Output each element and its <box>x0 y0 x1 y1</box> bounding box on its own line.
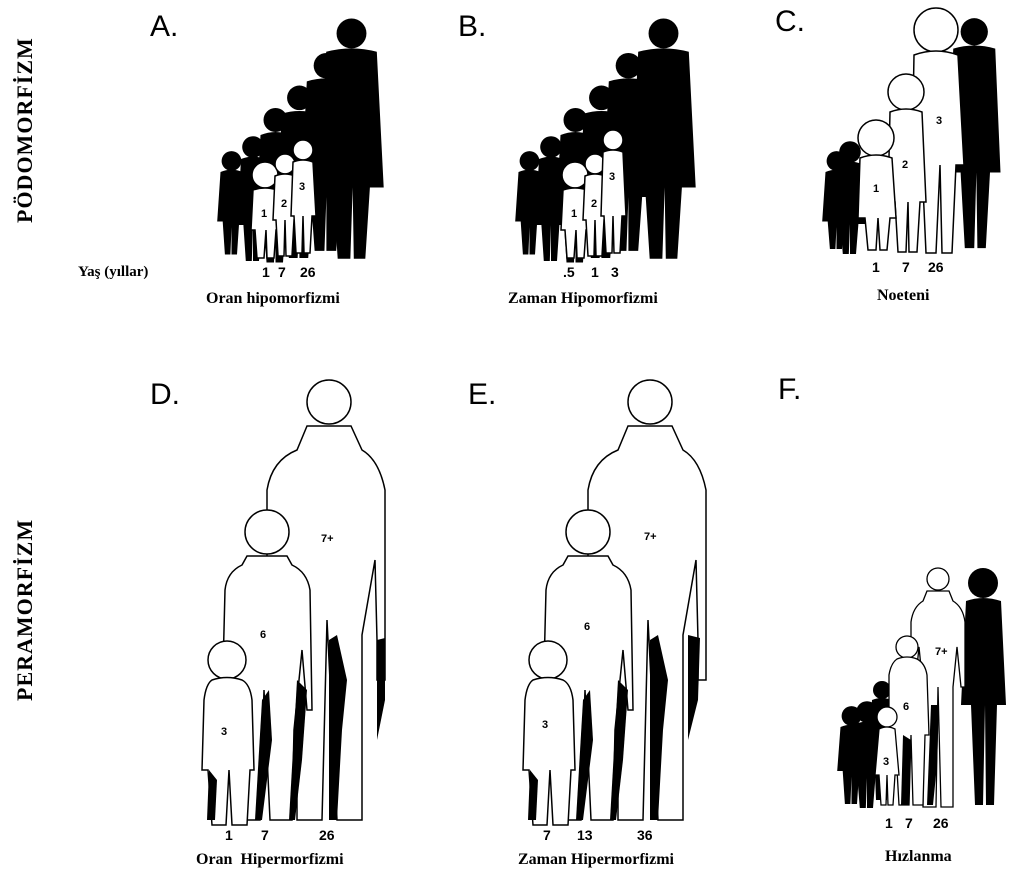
panel-b-figure-number-3: 3 <box>609 171 615 183</box>
panel-e-age-2: 13 <box>577 827 593 843</box>
panel-f-figure-number-7plus: 7+ <box>935 646 948 658</box>
panel-e-caption: Zaman Hipermorfizmi <box>518 851 674 869</box>
panel-e-figure-number-3: 3 <box>542 719 548 731</box>
panel-c-figure-number-1: 1 <box>873 183 879 195</box>
panel-b-figures: 1 2 3 <box>505 10 705 260</box>
panel-f-figures: 3 6 7+ <box>833 565 1013 810</box>
panel-letter-a: A. <box>150 10 178 44</box>
panel-c-figure-number-2: 2 <box>902 159 908 171</box>
panel-d-ages: 1 7 26 <box>225 827 385 847</box>
panel-f-age-3: 26 <box>933 815 949 831</box>
panel-d-figures: 3 6 7+ <box>197 380 397 825</box>
panel-a-age-2: 7 <box>278 264 286 280</box>
panel-c-age-3: 26 <box>928 259 944 275</box>
panel-e-age-3: 36 <box>637 827 653 843</box>
panel-b-figure-number-1: 1 <box>571 208 577 220</box>
panel-f-figure-number-6: 6 <box>903 701 909 713</box>
panel-c-caption: Noeteni <box>877 287 929 305</box>
panel-c-age-1: 1 <box>872 259 880 275</box>
panel-letter-e: E. <box>468 378 496 412</box>
panel-a-figure-number-3: 3 <box>299 181 305 193</box>
panel-letter-c: C. <box>775 5 805 39</box>
group-label-peramorfizm: PERAMORFİZM <box>12 561 38 701</box>
group-label-podomorfizm: PÖDOMORFİZM <box>12 83 38 223</box>
panel-b-age-3: 3 <box>611 264 619 280</box>
panel-b-ages: .5 1 3 <box>563 264 663 284</box>
panel-d-caption: Oran Hipermorfizmi <box>196 851 344 869</box>
panel-a-figure-number-2: 2 <box>281 198 287 210</box>
panel-b-age-1: .5 <box>563 264 575 280</box>
panel-a-ages: 1 7 26 <box>258 264 358 284</box>
panel-c-age-2: 7 <box>902 259 910 275</box>
panel-b-caption: Zaman Hipomorfizmi <box>508 290 658 308</box>
panel-c-figure-number-3: 3 <box>936 115 942 127</box>
panel-d-figure-number-3: 3 <box>221 726 227 738</box>
panel-e-figure-number-6: 6 <box>584 621 590 633</box>
panel-d-age-3: 26 <box>319 827 335 843</box>
panel-e-age-1: 7 <box>543 827 551 843</box>
panel-f-figure-number-3: 3 <box>883 756 889 768</box>
panel-a-caption: Oran hipomorfizmi <box>206 290 340 308</box>
panel-c-figures: 1 2 3 <box>818 0 1013 255</box>
panel-a-figure-number-1: 1 <box>261 208 267 220</box>
panel-b-figure-number-2: 2 <box>591 198 597 210</box>
panel-e-figure-number-7plus: 7+ <box>644 531 657 543</box>
age-axis-label: Yaş (yıllar) <box>78 264 148 281</box>
panel-letter-d: D. <box>150 378 180 412</box>
panel-c-ages: 1 7 26 <box>870 259 970 279</box>
panel-e-ages: 7 13 36 <box>543 827 703 847</box>
panel-letter-b: B. <box>458 10 486 44</box>
panel-d-age-1: 1 <box>225 827 233 843</box>
panel-a-age-3: 26 <box>300 264 316 280</box>
panel-d-figure-number-7plus: 7+ <box>321 533 334 545</box>
panel-f-age-2: 7 <box>905 815 913 831</box>
panel-f-age-1: 1 <box>885 815 893 831</box>
panel-f-ages: 1 7 26 <box>885 815 985 835</box>
panel-a-figures: 1 2 3 <box>195 10 395 260</box>
panel-letter-f: F. <box>778 373 801 407</box>
panel-a-age-1: 1 <box>262 264 270 280</box>
panel-e-figures: 3 6 7+ <box>518 380 718 825</box>
panel-d-figure-number-6: 6 <box>260 629 266 641</box>
panel-b-age-2: 1 <box>591 264 599 280</box>
panel-f-caption: Hızlanma <box>885 848 952 866</box>
panel-d-age-2: 7 <box>261 827 269 843</box>
